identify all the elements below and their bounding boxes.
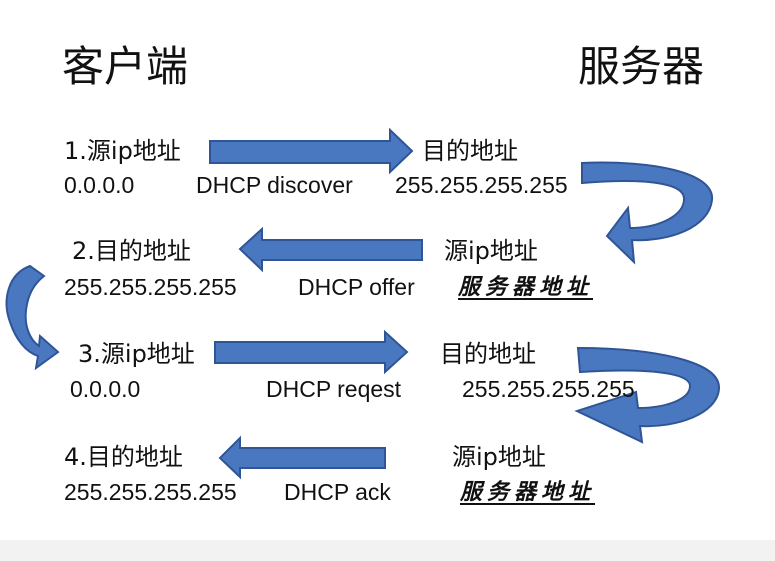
- step4-right-value: 服务器地址: [460, 479, 596, 505]
- step1-right-value: 255.255.255.255: [395, 172, 568, 198]
- client-title: 客户端: [62, 42, 189, 91]
- arrow-step4-left: [218, 435, 386, 480]
- step2-left-value: 255.255.255.255: [64, 274, 237, 300]
- step3-left-label: 3.源ip地址: [78, 340, 195, 368]
- step4-message: DHCP ack: [284, 479, 391, 505]
- step4-right-label: 源ip地址: [452, 443, 546, 471]
- curved-arrow-server-2: [574, 346, 721, 444]
- step4-left-label: 4.目的地址: [64, 443, 183, 471]
- step2-right-label: 源ip地址: [444, 237, 538, 265]
- step3-right-label: 目的地址: [440, 340, 536, 368]
- step4-left-value: 255.255.255.255: [64, 479, 237, 505]
- arrow-step2-left: [238, 226, 423, 273]
- step1-left-label: 1.源ip地址: [64, 137, 181, 165]
- step3-right-value: 255.255.255.255: [462, 376, 635, 402]
- curved-arrow-server-1: [581, 161, 714, 265]
- step2-left-label: 2.目的地址: [72, 237, 191, 265]
- step1-right-label: 目的地址: [422, 137, 518, 165]
- step2-right-value: 服务器地址: [458, 274, 594, 300]
- arrow-step1-right: [209, 127, 414, 175]
- step3-message: DHCP reqest: [266, 376, 402, 402]
- server-title: 服务器: [578, 42, 705, 91]
- curved-arrow-client: [5, 264, 60, 371]
- arrow-step3-right: [214, 329, 409, 375]
- step3-left-value: 0.0.0.0: [70, 376, 141, 402]
- step2-message: DHCP offer: [298, 274, 415, 300]
- step1-message: DHCP discover: [196, 172, 353, 198]
- step1-left-value: 0.0.0.0: [64, 172, 135, 198]
- bottom-band: [0, 540, 775, 561]
